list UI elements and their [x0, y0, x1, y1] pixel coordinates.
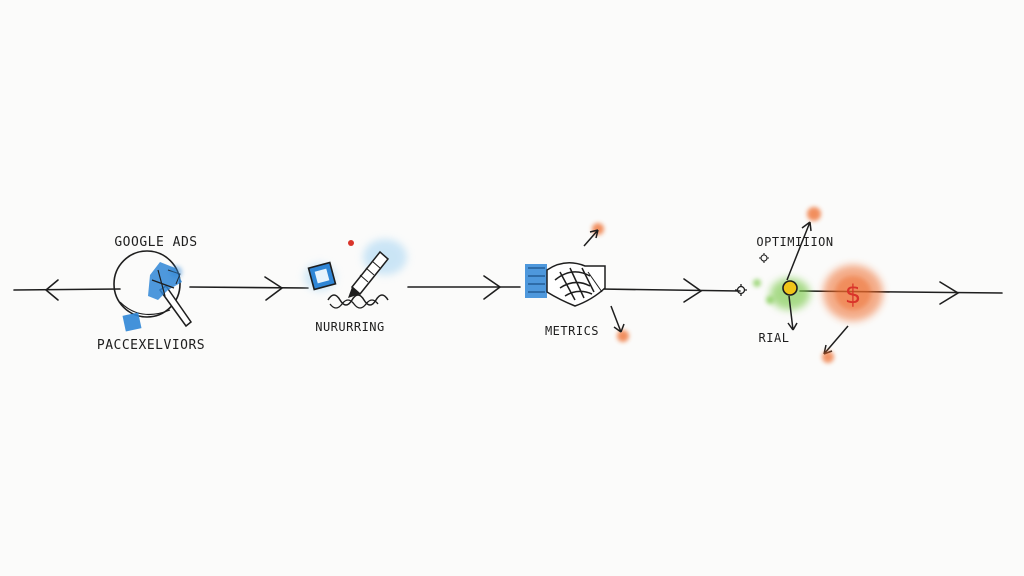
paccexelviors-label: PACCEXELVIORS — [96, 338, 206, 353]
arrow-head-icon — [264, 276, 284, 301]
orange-dot — [617, 330, 629, 342]
metrics-stage — [525, 223, 629, 342]
gear-icon — [735, 284, 747, 296]
left-arrow-icon — [44, 279, 59, 301]
dollar-sign-icon: $ — [845, 280, 862, 310]
arrow-head-icon — [483, 275, 502, 300]
nurturing-label: NURURRING — [315, 320, 385, 334]
magnifier-icon — [113, 250, 181, 318]
handshake-icon — [525, 262, 606, 307]
arrow-head-icon — [939, 281, 960, 305]
coil-icon — [327, 294, 389, 306]
google-ads-stage — [113, 250, 193, 332]
orange-dot — [822, 351, 834, 363]
red-dot — [348, 240, 354, 246]
gear-icon — [759, 253, 769, 263]
target-icon — [782, 280, 798, 296]
arrow-head-icon — [683, 278, 703, 303]
optimization-stage: $ — [735, 207, 883, 363]
google-ads-label: GOOGLE ADS — [114, 235, 198, 250]
pencil-icon — [350, 250, 390, 296]
metrics-label: METRICS — [544, 324, 600, 338]
timeline-line — [13, 286, 1003, 294]
optimization-label: OPTIMIIION — [756, 235, 834, 249]
orange-dot — [807, 207, 821, 221]
real-label: RIAL — [758, 331, 790, 345]
nurturing-stage — [304, 239, 407, 309]
timeline — [13, 275, 1003, 305]
orange-dot — [592, 223, 604, 235]
